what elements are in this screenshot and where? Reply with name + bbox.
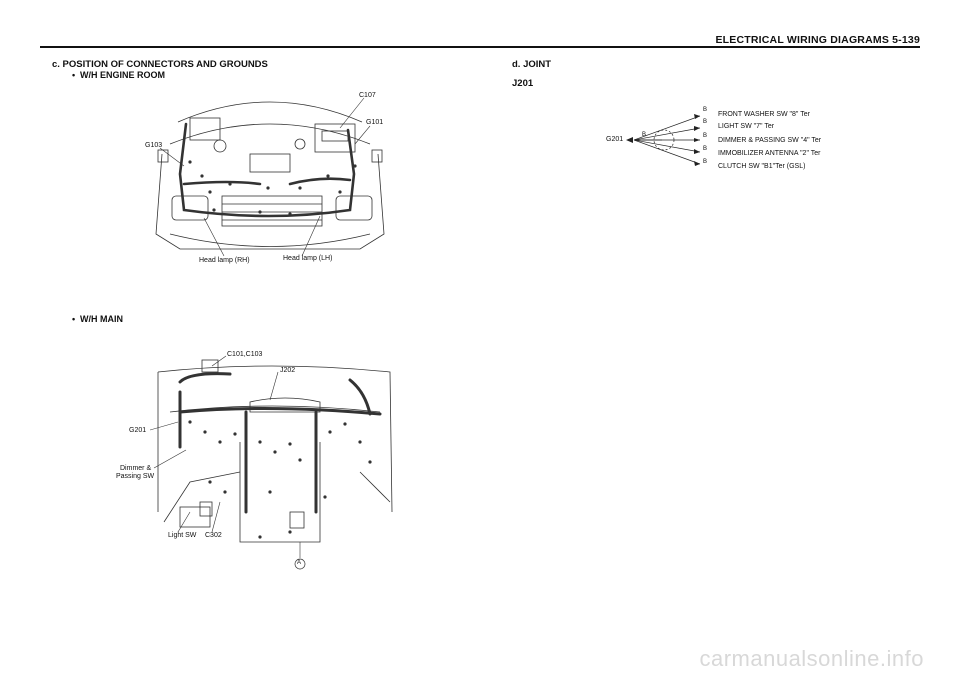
joint-id: J201 <box>512 78 534 89</box>
conn-label-2: DIMMER & PASSING SW "4" Ter <box>718 137 822 144</box>
section-title-joint: d. JOINT <box>512 59 552 70</box>
conn-wire-2: B <box>703 133 708 139</box>
engine-room-illustration <box>155 97 385 257</box>
subtitle-engine-room: •W/H ENGINE ROOM <box>72 70 165 80</box>
joint-ground-label: G201 <box>606 136 624 143</box>
conn-wire-3: B <box>703 146 708 152</box>
conn-label-4: CLUTCH SW "B1"Ter (GSL) <box>718 163 806 170</box>
label-head-lamp-lh: Head lamp (LH) <box>283 255 333 262</box>
joint-diagram <box>626 114 701 166</box>
conn-label-0: FRONT WASHER SW "8" Ter <box>718 111 810 118</box>
conn-label-1: LIGHT SW "7" Ter <box>718 123 775 130</box>
label-light-sw: Light SW <box>168 532 197 539</box>
page-header: ELECTRICAL WIRING DIAGRAMS 5-139 <box>715 34 920 46</box>
label-g201: G201 <box>129 427 147 434</box>
subtitle-engine-room-text: W/H ENGINE ROOM <box>80 70 165 80</box>
main-harness-illustration <box>150 355 393 570</box>
label-g103: G103 <box>145 142 163 149</box>
header-rule <box>40 46 920 48</box>
label-g101: G101 <box>366 119 384 126</box>
subtitle-main: •W/H MAIN <box>72 314 123 324</box>
label-c101-c103: C101,C103 <box>227 351 263 358</box>
conn-wire-1: B <box>703 119 708 125</box>
joint-ground-wire: B <box>642 132 647 138</box>
section-title-positions: c. POSITION OF CONNECTORS AND GROUNDS <box>52 59 268 70</box>
label-c302: C302 <box>205 532 222 539</box>
label-dimmer-2: Passing SW <box>116 473 155 480</box>
label-a: A <box>297 560 302 566</box>
label-c107: C107 <box>359 92 376 99</box>
conn-label-3: IMMOBILIZER ANTENNA "2" Ter <box>718 150 821 157</box>
conn-wire-0: B <box>703 107 708 113</box>
watermark: carmanualsonline.info <box>699 646 924 671</box>
label-dimmer-1: Dimmer & <box>120 465 152 472</box>
conn-wire-4: B <box>703 159 708 165</box>
label-head-lamp-rh: Head lamp (RH) <box>199 257 250 264</box>
subtitle-main-text: W/H MAIN <box>80 314 123 324</box>
label-j202: J202 <box>280 367 296 374</box>
